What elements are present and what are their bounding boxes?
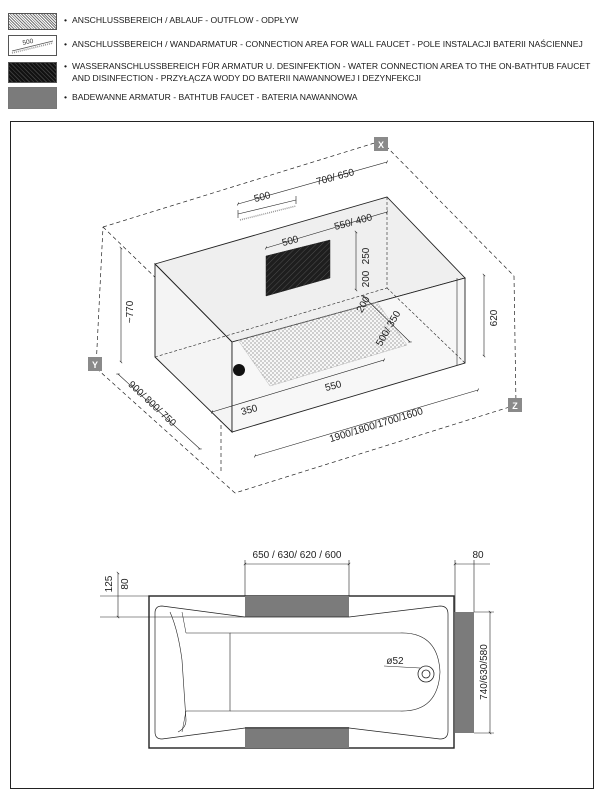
dim-outflow-length: 550 [324,379,343,394]
wall-faucet-swatch: 500 [8,35,57,56]
dim-onbath-depth: 250 [361,247,372,264]
legend-text-water-connection-2: AND DISINFECTION - PRZYŁĄCZA WODY DO BAT… [72,73,422,83]
axis-x-label: X [378,140,384,150]
drain-inner [421,669,431,679]
legend-text-wall-faucet: ANSCHLUSSBEREICH / WANDARMATUR - CONNECT… [72,39,583,49]
basin-rim [154,605,449,740]
faucet-zone-top [245,596,349,617]
plan-labels: 650 / 630/ 620 / 600 80 125 80 ø52 740/6… [104,550,490,700]
plan-dimension-lines [100,560,494,735]
legend-text-outflow: ANSCHLUSSBEREICH / ABLAUF - OUTFLOW - OD… [72,15,299,25]
wall-faucet-swatch-label: 500 [22,38,34,47]
faucet-zone-bottom [245,727,349,748]
dim-wall-faucet: 500 [253,190,272,205]
dim-onbath-height: 200 [361,270,372,287]
legend-text-water-connection-1: WASSERANSCHLUSSBEREICH FÜR ARMATUR U. DE… [72,61,591,71]
dim-outflow-offset: 350 [240,403,259,418]
axis-z-label: Z [512,401,518,411]
axis-x-box [374,137,388,151]
bathtub-faucet-swatch [8,87,57,109]
dim-length: 1900/1800/1700/1600 [328,406,425,445]
tub-box [154,196,466,434]
axis-z-box [508,398,522,412]
wall-faucet-swatch-graphic: 500 [11,38,54,54]
dim-offset-125: 125 [104,575,115,592]
plan-view [100,560,494,749]
dim-end-depth: 80 [472,550,484,561]
drawing-frame [10,121,594,789]
dim-offset-80: 80 [120,578,131,590]
dim-height-total: ~770 [125,300,136,323]
legend-text-bathtub-faucet: BADEWANNE ARMATUR - BATHTUB FAUCET - BAT… [72,92,358,102]
axis-y-box [88,357,102,371]
isometric-view [88,137,522,494]
dim-plan-width: 740/630/580 [479,644,490,700]
dim-tub-height: 620 [489,309,500,326]
dim-width: 900/ 800/ 750 [126,379,179,429]
drain-hole [233,364,245,376]
basin-bottom [186,632,231,712]
plan-outline [148,595,455,749]
dim-drain: ø52 [386,656,404,667]
dim-wall-offset: 700/ 650 [315,167,356,188]
basin-inner [169,611,187,733]
faucet-zone-end [455,612,474,733]
water-connection-swatch [8,62,57,83]
dim-onbath-width: 500 [281,234,300,249]
axis-y-label: Y [92,360,98,370]
dim-faucet-width: 650 / 630/ 620 / 600 [253,550,342,561]
drain-outer [417,665,435,683]
dimension-lines [116,160,486,458]
outflow-swatch [8,13,57,30]
